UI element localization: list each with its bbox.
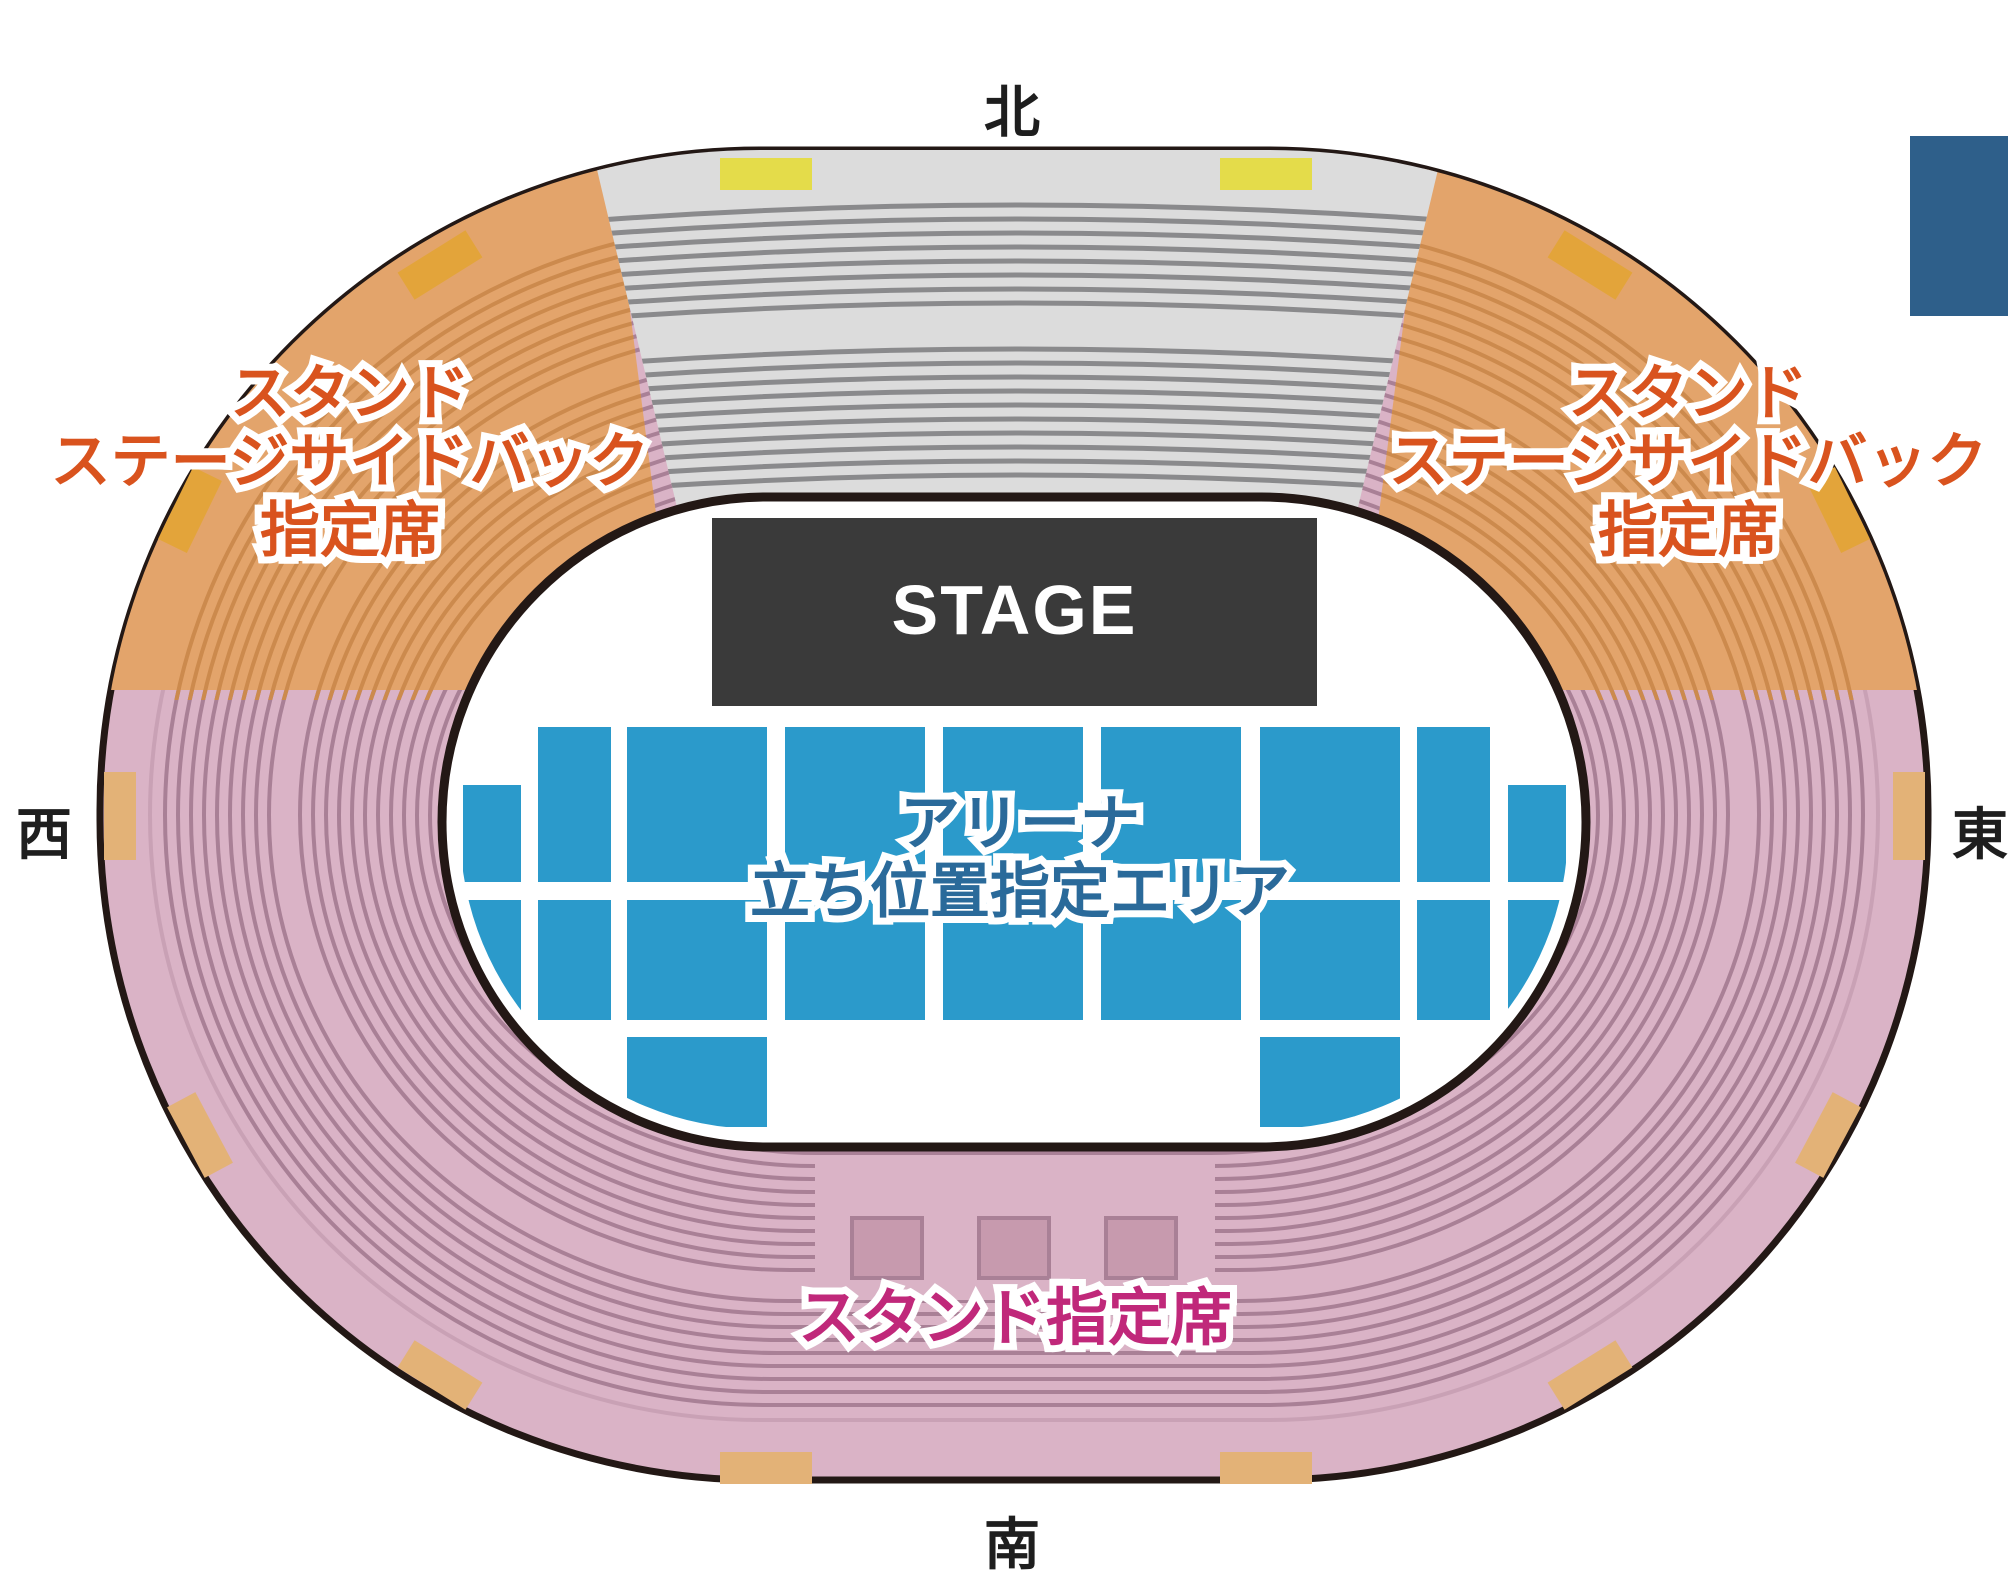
stand-side-back-left-label: スタンド ステージサイドバック 指定席 xyxy=(20,353,680,573)
arena-block xyxy=(1417,900,1490,1020)
stand-label: スタンド指定席 xyxy=(791,1275,1239,1359)
south-box-section xyxy=(815,1160,1215,1300)
arena-block xyxy=(1508,785,1566,882)
arena-block xyxy=(1101,727,1241,882)
stage xyxy=(712,518,1317,706)
label-line: 指定席 xyxy=(1591,489,1785,572)
label-line: スタンド xyxy=(223,353,477,436)
label-line: 指定席 xyxy=(253,489,447,572)
label-line: 立ち位置指定エリア xyxy=(743,851,1297,934)
arena-block xyxy=(538,727,611,882)
arena-block xyxy=(943,727,1083,882)
arena-block xyxy=(943,900,1083,1020)
gate-marker-sw xyxy=(397,1340,483,1410)
arena-block xyxy=(627,900,767,1020)
label-line: スタンド xyxy=(1561,353,1815,436)
stage-label: STAGE xyxy=(891,571,1138,649)
compass-west: 西 xyxy=(16,803,72,868)
label-line: ステージサイドバック xyxy=(44,421,657,504)
arena-block xyxy=(463,785,521,882)
gate-marker-ne xyxy=(1547,230,1633,300)
arena-label: アリーナ 立ち位置指定エリア xyxy=(640,783,1400,934)
north-gate-marker-left xyxy=(720,158,812,190)
gate-marker-wnw xyxy=(158,467,222,553)
north-gate-marker-right xyxy=(1220,158,1312,190)
compass-south: 南 xyxy=(984,1513,1040,1578)
arena-block xyxy=(538,900,611,1020)
south-gate-marker-right xyxy=(1220,1452,1312,1484)
south-gate-marker-left xyxy=(720,1452,812,1484)
arena-block xyxy=(1417,727,1490,882)
label-line: ステージサイドバック xyxy=(1382,421,1995,504)
gate-marker-wsw xyxy=(167,1092,233,1178)
arena-block xyxy=(785,900,925,1020)
gate-marker-ese xyxy=(1795,1092,1861,1178)
stand-side-back-right-label: スタンド ステージサイドバック 指定席 xyxy=(1358,353,2008,573)
arena-block xyxy=(785,727,925,882)
compass-east: 東 xyxy=(1952,803,2008,868)
arena-block xyxy=(627,727,767,882)
west-gate-marker xyxy=(104,772,136,860)
arena-blocks xyxy=(463,727,1566,1127)
east-gate-marker xyxy=(1893,772,1925,860)
legend-panel xyxy=(1910,136,2008,316)
label-line: アリーナ xyxy=(893,783,1147,866)
gate-marker-se xyxy=(1547,1340,1633,1410)
north-stand-area xyxy=(590,150,1445,520)
gate-marker-ene xyxy=(1806,467,1870,553)
gate-marker-nw xyxy=(397,230,483,300)
gate-markers xyxy=(104,158,1925,1484)
seating-map xyxy=(96,146,1932,1484)
arena-block xyxy=(1260,727,1400,882)
compass-north: 北 xyxy=(984,81,1040,146)
arena-block xyxy=(1101,900,1241,1020)
arena-block xyxy=(1260,900,1400,1020)
